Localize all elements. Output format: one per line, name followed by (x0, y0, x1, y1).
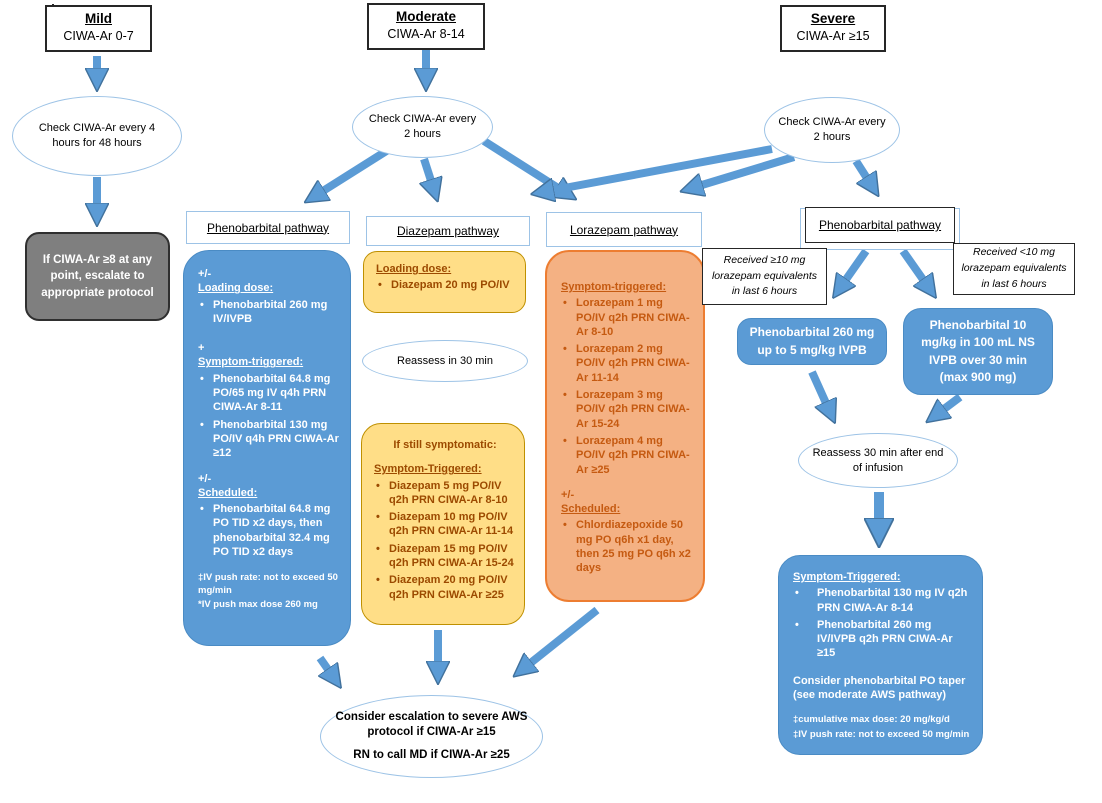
phenobarbital-260-pill: Phenobarbital 260 mg up to 5 mg/kg IVPB (737, 318, 887, 365)
received-low-lorazepam-box: Received <10 mg lorazepam equivalents in… (953, 243, 1075, 295)
severe-check-ellipse: Check CIWA-Ar every 2 hours (764, 97, 900, 163)
escalation-ellipse: Consider escalation to severe AWS protoc… (320, 695, 543, 778)
if-still-symptomatic-title: If still symptomatic: (393, 439, 497, 451)
phenobarbital-moderate-box: +/- Loading dose: Phenobarbital 260 mg I… (183, 250, 351, 646)
lorazepam-box: Symptom-triggered: Lorazepam 1 mg PO/IV … (545, 250, 705, 602)
list-item: Chlordiazepoxide 50 mg PO q6h x1 day, th… (563, 518, 695, 575)
mild-title: Mild (85, 11, 112, 26)
list-item: Diazepam 20 mg PO/IV q2h PRN CIWA-Ar ≥25 (376, 573, 516, 602)
moderate-subtitle: CIWA-Ar 8-14 (387, 27, 465, 42)
severe-symptom-triggered-box: Symptom-Triggered: Phenobarbital 130 mg … (778, 555, 983, 755)
symptom-triggered-header: Symptom-Triggered: (374, 463, 482, 476)
footnote: ‡IV push rate: not to exceed 50 mg/min (793, 728, 970, 740)
taper-note: Consider phenobarbital PO taper (see mod… (793, 674, 966, 702)
list-item: Diazepam 15 mg PO/IV q2h PRN CIWA-Ar 15-… (376, 542, 516, 571)
scheduled-header: Scheduled: (198, 486, 258, 499)
symptom-triggered-header: Symptom-triggered: (561, 281, 667, 293)
escalation-line1: Consider escalation to severe AWS protoc… (335, 710, 528, 739)
pm1: +/- (198, 268, 212, 280)
lorazepam-pathway-label: Lorazepam pathway (546, 212, 702, 247)
list-item: Lorazepam 2 mg PO/IV q2h PRN CIWA-Ar 11-… (563, 342, 695, 385)
phenobarbital-moderate-pathway-label: Phenobarbital pathway (186, 211, 350, 244)
pm: +/- (561, 488, 575, 501)
symptom-triggered-header: Symptom-triggered: (198, 356, 304, 369)
reassess-30min-ellipse: Reassess in 30 min (362, 340, 528, 382)
escalation-line2: RN to call MD if CIWA-Ar ≥25 (353, 748, 510, 761)
list-item: Diazepam 5 mg PO/IV q2h PRN CIWA-Ar 8-10 (376, 479, 516, 508)
list-item: Phenobarbital 130 mg PO/IV q4h PRN CIWA-… (200, 418, 340, 461)
mild-check-ellipse: Check CIWA-Ar every 4 hours for 48 hours (12, 96, 182, 176)
list-item: Phenobarbital 260 mg IV/IVPB q2h PRN CIW… (795, 618, 972, 661)
severe-subtitle: CIWA-Ar ≥15 (796, 29, 870, 44)
footnote: *IV push max dose 260 mg (198, 599, 318, 611)
list-item: Lorazepam 3 mg PO/IV q2h PRN CIWA-Ar 15-… (563, 388, 695, 431)
symptom-triggered-header: Symptom-Triggered: (793, 571, 901, 583)
list-item: Phenobarbital 64.8 mg PO/65 mg IV q4h PR… (200, 372, 340, 415)
list-item: Phenobarbital 64.8 mg PO TID x2 days, th… (200, 502, 340, 559)
mild-header-box: Mild CIWA-Ar 0-7 (45, 5, 152, 52)
list-item: Lorazepam 4 mg PO/IV q2h PRN CIWA-Ar ≥25 (563, 434, 695, 477)
list-item: Phenobarbital 130 mg IV q2h PRN CIWA-Ar … (795, 586, 972, 615)
moderate-check-ellipse: Check CIWA-Ar every 2 hours (352, 96, 493, 158)
footnote: ‡IV push rate: not to exceed 50 mg/min (198, 572, 338, 596)
phenobarbital-10mgkg-pill: Phenobarbital 10 mg/kg in 100 mL NS IVPB… (903, 308, 1053, 395)
moderate-header-box: Moderate CIWA-Ar 8-14 (367, 3, 485, 50)
severe-header-box: Severe CIWA-Ar ≥15 (780, 5, 886, 52)
moderate-title: Moderate (395, 9, 456, 24)
scheduled-header: Scheduled: (561, 503, 621, 516)
mild-escalate-box: If CIWA-Ar ≥8 at any point, escalate to … (25, 232, 170, 321)
diazepam-pathway-label: Diazepam pathway (366, 216, 530, 246)
list-item: Diazepam 10 mg PO/IV q2h PRN CIWA-Ar 11-… (376, 510, 516, 539)
list-item: Lorazepam 1 mg PO/IV q2h PRN CIWA-Ar 8-1… (563, 296, 695, 339)
received-high-lorazepam-box: Received ≥10 mg lorazepam equivalents in… (702, 248, 827, 305)
diazepam-loading-box: Loading dose: Diazepam 20 mg PO/IV (363, 251, 526, 313)
phenobarbital-severe-pathway-label: Phenobarbital pathway (800, 207, 960, 250)
footnote: ‡cumulative max dose: 20 mg/kg/d (793, 714, 950, 726)
pm2: +/- (198, 472, 212, 485)
phenobarbital-severe-pathway-label-inner: Phenobarbital pathway (805, 207, 955, 243)
loading-dose-header: Loading dose: (376, 263, 452, 275)
severe-title: Severe (810, 11, 856, 26)
mild-subtitle: CIWA-Ar 0-7 (63, 29, 134, 44)
plus: + (198, 342, 205, 355)
list-item: Phenobarbital 260 mg IV/IVPB (200, 298, 340, 327)
loading-dose-header: Loading dose: (198, 282, 274, 295)
list-item: Diazepam 20 mg PO/IV (378, 278, 517, 293)
diazepam-symptomatic-box: If still symptomatic: Symptom-Triggered:… (361, 423, 525, 625)
reassess-after-infusion-ellipse: Reassess 30 min after end of infusion (798, 433, 958, 488)
